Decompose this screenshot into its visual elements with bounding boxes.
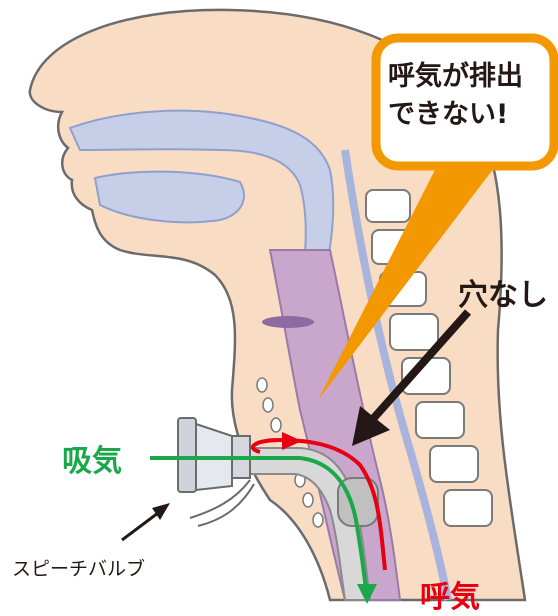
vertebra: [443, 489, 493, 527]
no-hole-label: 穴なし: [458, 278, 548, 313]
tracheal-rings: [256, 377, 324, 528]
callout-line-1: 呼気が排出: [388, 61, 523, 92]
tracheostomy-tube: [229, 447, 372, 601]
oral-cavity: [93, 170, 245, 224]
spinal-canal: [341, 149, 452, 601]
valve-cap: [177, 417, 197, 493]
speaking-valve-label: スピーチバルブ: [12, 558, 146, 580]
vertebra: [429, 445, 479, 483]
callout-bubble: [371, 33, 558, 171]
inhale-label: 吸気: [62, 444, 122, 479]
valve-pointer: [121, 503, 170, 542]
no-hole-pointer: [352, 309, 471, 446]
callout-line-2: できない!: [388, 99, 509, 130]
exhale-arrow: [251, 432, 387, 571]
epiglottis: [262, 316, 314, 328]
inhale-arrow: [150, 456, 377, 604]
valve-strap: [197, 483, 255, 527]
valve-strap: [189, 479, 251, 519]
vertebra: [389, 313, 439, 351]
callout-text: 呼気が排出 できない!: [388, 58, 548, 134]
exhale-label: 呼気: [420, 580, 480, 615]
callout-tail: [318, 160, 500, 400]
vertebra: [365, 189, 411, 223]
vertebra: [415, 401, 465, 439]
cervical-spine: [365, 189, 493, 527]
